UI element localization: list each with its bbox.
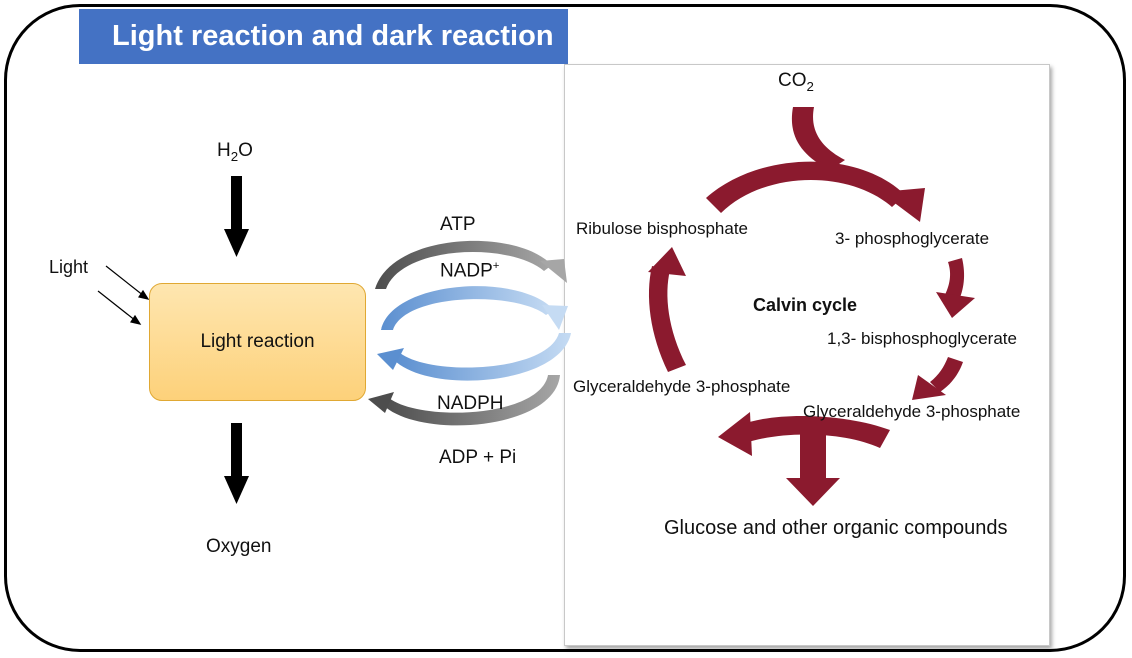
adp-arrow xyxy=(368,375,560,426)
co2-label-sub: 2 xyxy=(806,78,814,94)
nadp-arrow xyxy=(381,286,568,330)
atp-label: ATP xyxy=(440,214,476,235)
co2-label-text: CO xyxy=(778,70,807,91)
water-label: H2O xyxy=(217,140,253,164)
calvin-cycle-label: Calvin cycle xyxy=(753,295,858,315)
g3p-left-label: Glyceraldehyde 3-phosphate xyxy=(573,377,791,396)
adp-label: ADP + Pi xyxy=(439,447,517,468)
output-arrow-stem xyxy=(800,425,826,480)
title-banner: Light reaction and dark reaction xyxy=(79,9,568,64)
g3p-to-ribulose-arrow xyxy=(648,266,686,372)
bpga-label: 1,3- bisphosphoglycerate xyxy=(827,329,1017,348)
nadp-label: NADP+ xyxy=(440,260,499,282)
light-rays xyxy=(97,265,150,325)
output-label: Glucose and other organic compounds xyxy=(664,517,1008,539)
calvin-cycle-arrows xyxy=(648,107,975,506)
water-label-h: H xyxy=(217,140,231,161)
co2-label: CO2 xyxy=(778,70,814,94)
light-reaction-box: Light reaction xyxy=(149,283,366,401)
light-label: Light xyxy=(49,257,89,277)
bpga-to-g3p-arrow xyxy=(930,357,963,392)
co2-input-arrow xyxy=(791,107,845,170)
nadp-label-text: NADP xyxy=(440,260,493,282)
pga-to-bpga-arrow xyxy=(944,258,965,302)
title-text: Light reaction and dark reaction xyxy=(112,20,554,52)
oxygen-label: Oxygen xyxy=(206,536,272,557)
nadph-label: NADPH xyxy=(437,393,504,414)
g3p-right-label: Glyceraldehyde 3-phosphate xyxy=(803,402,1021,421)
light-reaction-label: Light reaction xyxy=(200,331,315,352)
water-label-sub: 2 xyxy=(230,148,239,164)
pga-label: 3- phosphoglycerate xyxy=(835,229,990,248)
oxygen-output-arrow xyxy=(224,423,249,504)
water-label-o: O xyxy=(238,140,253,161)
calvin-cycle-panel xyxy=(564,64,1050,646)
nadph-arrow xyxy=(377,333,571,381)
ribulose-to-pga-arrow xyxy=(706,161,905,213)
water-input-arrow xyxy=(224,176,249,257)
atp-arrow xyxy=(375,240,567,289)
nadp-label-sup: + xyxy=(492,260,500,272)
ribulose-label: Ribulose bisphosphate xyxy=(576,219,749,238)
